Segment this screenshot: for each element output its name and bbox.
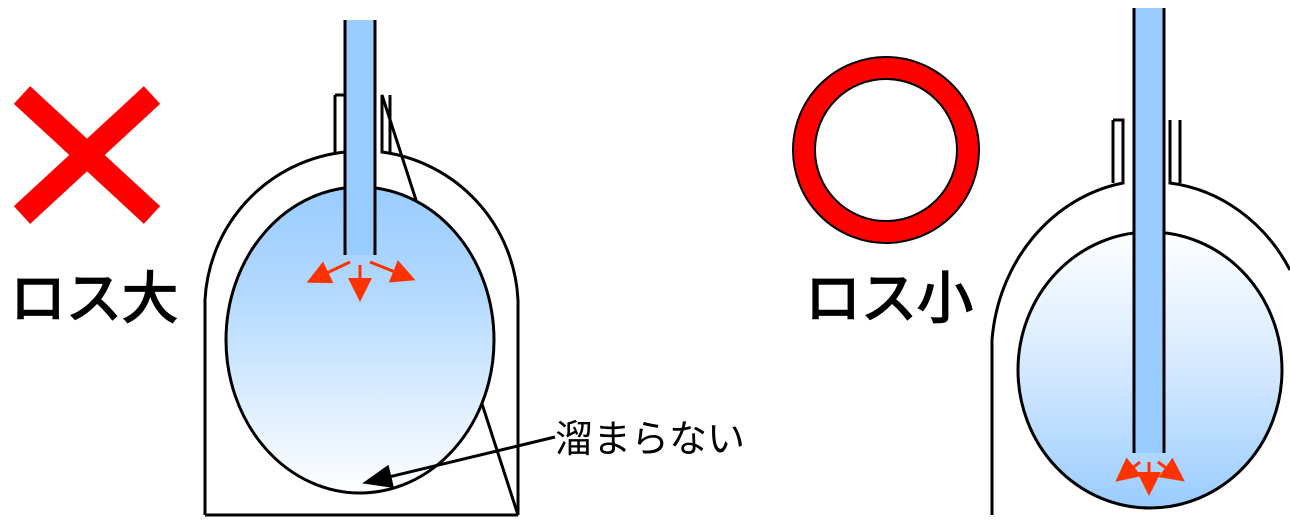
pipe-left xyxy=(345,20,375,255)
flow-arrows-left xyxy=(306,260,416,302)
verdict-label-left: ロス大 xyxy=(10,267,178,332)
pipe-right xyxy=(1134,8,1164,453)
cross-mark-icon xyxy=(13,86,161,224)
right-panel: ロス小 xyxy=(792,8,1290,515)
flow-arrows-right xyxy=(1115,457,1185,496)
verdict-label-right: ロス小 xyxy=(805,267,973,332)
housing-outline-left xyxy=(203,93,520,516)
left-panel: ロス大 溜まらない xyxy=(10,20,745,517)
housing-outline-right xyxy=(990,118,1125,515)
annotation-label: 溜まらない xyxy=(555,417,745,461)
circle-mark-icon xyxy=(793,57,979,243)
annotation-pointer xyxy=(362,435,556,489)
